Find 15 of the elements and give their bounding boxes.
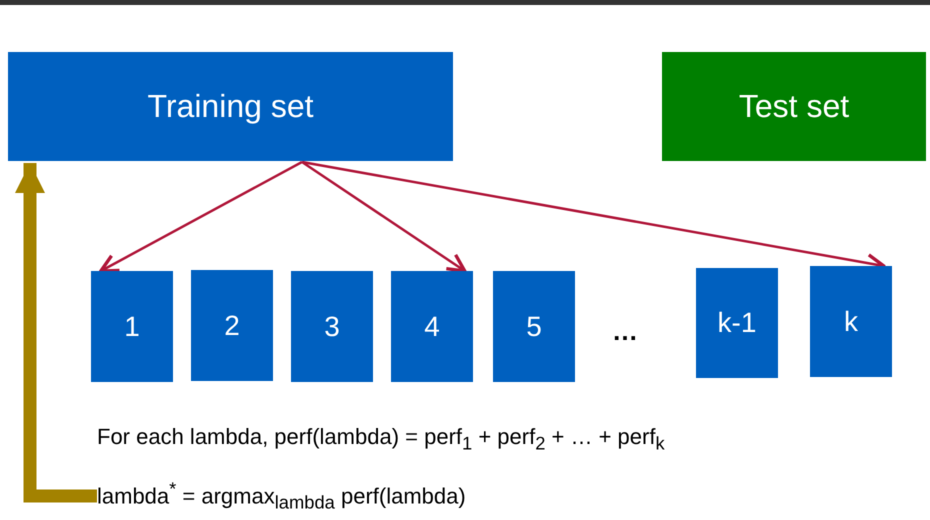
formula-text: For each lambda, perf(lambda) = perf$_{1}$ + perf$_{2}$ + … + perf$_{k}$ <box>97 424 665 454</box>
ellipsis: … <box>612 316 638 347</box>
fold-box: 2 <box>191 270 273 381</box>
arrow <box>301 160 466 273</box>
fold-box: 5 <box>493 271 575 382</box>
set-box: Training set <box>8 52 453 161</box>
fold-box: 4 <box>391 271 473 382</box>
fold-box: k <box>810 266 892 377</box>
formula-text: lambda$^{*}$ = argmax$_{lambda}$ perf(lambda) <box>97 478 517 514</box>
fold-box: k-1 <box>696 268 778 378</box>
fold-box: 1 <box>91 271 173 382</box>
arrow <box>15 163 97 502</box>
fold-box: 3 <box>291 271 373 382</box>
set-box: Test set <box>662 52 926 161</box>
arrow <box>99 160 303 273</box>
